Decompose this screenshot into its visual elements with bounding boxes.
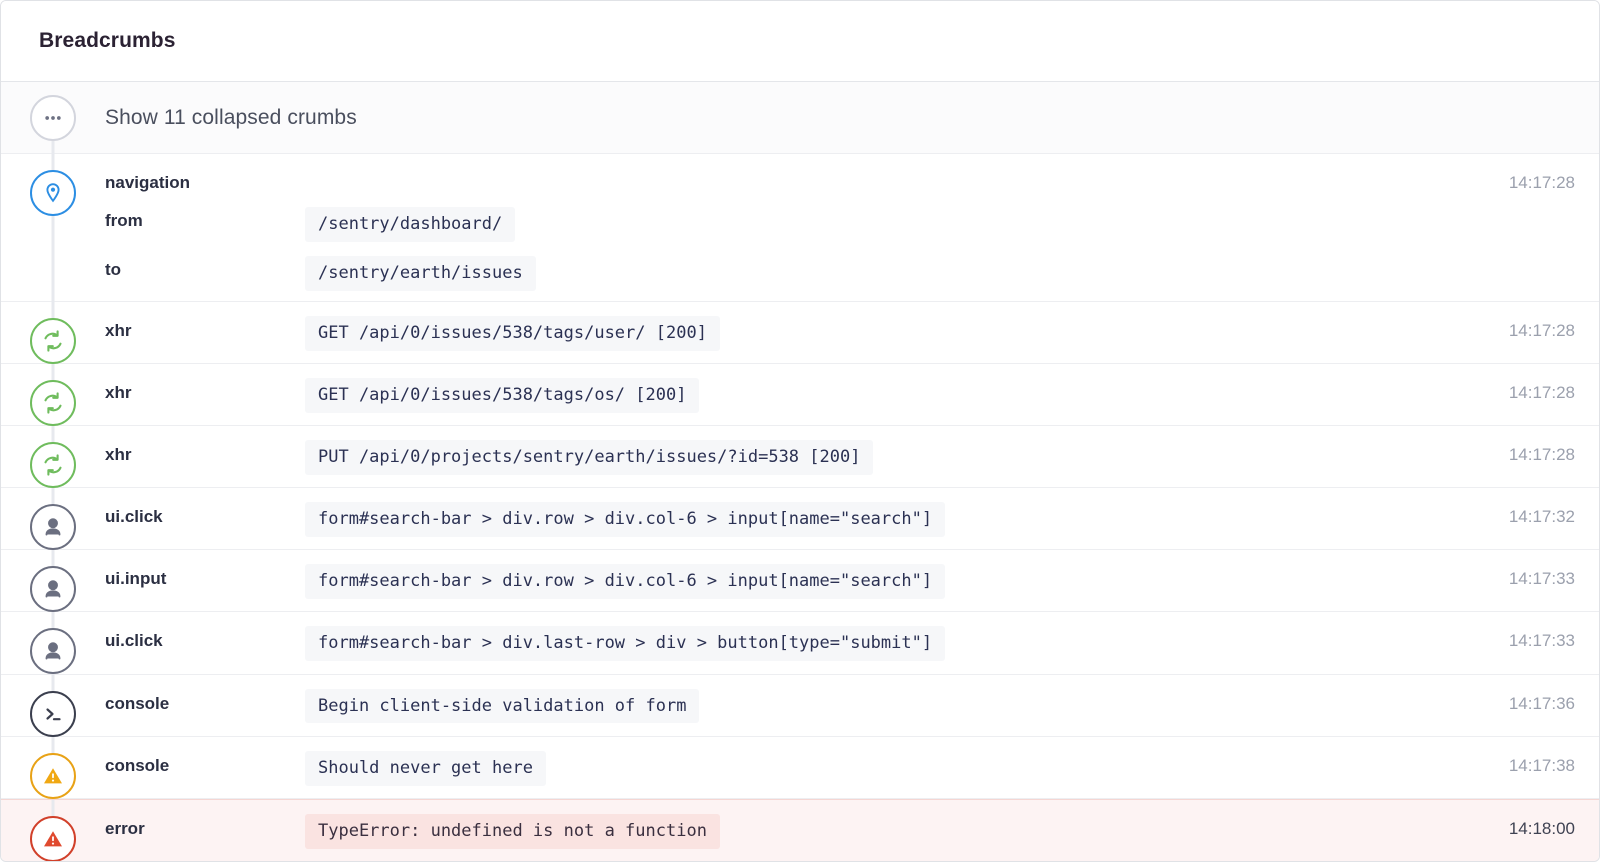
crumb-detail-value: /sentry/earth/issues	[305, 255, 536, 291]
crumb-message: form#search-bar > div.row > div.col-6 > …	[305, 564, 946, 600]
crumb-type-label: xhr	[105, 320, 132, 340]
crumb-body: console Should never get here	[105, 737, 1409, 800]
time-placeholder	[1409, 108, 1599, 127]
icon-column	[1, 363, 105, 427]
breadcrumb-list: Show 11 collapsed crumbs navigation from/s…	[1, 82, 1599, 861]
sync-arrows-icon	[30, 379, 76, 426]
crumb-message: GET /api/0/issues/538/tags/user/ [200]	[305, 315, 720, 351]
collapsed-body: Show 11 collapsed crumbs	[105, 106, 1409, 130]
user-icon	[30, 504, 76, 551]
crumb-main: ui.click form#search-bar > div.last-row >…	[105, 626, 1409, 662]
crumb-body: error TypeError: undefined is not a funct…	[105, 800, 1409, 861]
panel-header: Breadcrumbs	[1, 1, 1599, 82]
crumb-timestamp: 14:17:33	[1508, 569, 1575, 589]
crumb-body: ui.input form#search-bar > div.row > div.…	[105, 550, 1409, 613]
breadcrumb-row[interactable]: navigation from/sentry/dashboard/to/sentr…	[1, 154, 1599, 305]
show-collapsed-crumbs-label[interactable]: Show 11 collapsed crumbs	[105, 105, 357, 129]
crumb-type-label: xhr	[105, 444, 132, 464]
crumb-type-label: ui.input	[105, 569, 167, 589]
crumb-message: Should never get here	[305, 750, 546, 786]
user-icon	[30, 566, 76, 613]
crumb-body: xhr PUT /api/0/projects/sentry/earth/issu…	[105, 426, 1409, 489]
crumb-timestamp: 14:17:36	[1508, 693, 1575, 713]
breadcrumb-row[interactable]: xhr PUT /api/0/projects/sentry/earth/issu…	[1, 425, 1599, 490]
crumb-timestamp: 14:17:28	[1508, 444, 1575, 464]
crumb-main: xhr GET /api/0/issues/538/tags/os/ [200]	[105, 377, 1409, 413]
crumb-main: console Begin client-side validation of f…	[105, 688, 1409, 724]
crumb-main: console Should never get here	[105, 750, 1409, 786]
icon-column	[1, 82, 105, 155]
crumb-message: PUT /api/0/projects/sentry/earth/issues/…	[305, 439, 874, 475]
crumb-main: error TypeError: undefined is not a funct…	[105, 813, 1409, 849]
crumb-detail-value: /sentry/dashboard/	[305, 207, 516, 242]
sync-arrows-icon	[30, 441, 76, 488]
user-icon	[30, 628, 76, 675]
crumb-body: ui.click form#search-bar > div.row > div.…	[105, 488, 1409, 551]
crumb-message: GET /api/0/issues/538/tags/os/ [200]	[305, 377, 700, 413]
breadcrumb-row[interactable]: ui.input form#search-bar > div.row > div.…	[1, 550, 1599, 614]
crumb-type-label: ui.click	[105, 507, 163, 527]
breadcrumb-row[interactable]: xhr GET /api/0/issues/538/tags/os/ [200] 1…	[1, 363, 1599, 427]
breadcrumb-row[interactable]: error TypeError: undefined is not a funct…	[1, 798, 1599, 861]
crumb-timestamp: 14:17:38	[1508, 755, 1575, 775]
crumb-body: ui.click form#search-bar > div.last-row >…	[105, 612, 1409, 675]
crumb-body: navigation from/sentry/dashboard/to/sentr…	[105, 154, 1409, 305]
crumb-message: form#search-bar > div.last-row > div > b…	[305, 626, 946, 662]
crumb-detail: to/sentry/earth/issues	[105, 255, 1409, 291]
breadcrumb-row[interactable]: ui.click form#search-bar > div.row > div.…	[1, 488, 1599, 552]
crumb-timestamp: 14:17:28	[1508, 320, 1575, 340]
crumb-main: ui.input form#search-bar > div.row > div.…	[105, 564, 1409, 600]
scrollbar[interactable]	[1593, 83, 1598, 860]
crumb-type-label: console	[105, 755, 170, 775]
icon-column	[1, 425, 105, 490]
page-title: Breadcrumbs	[39, 29, 176, 52]
crumb-type-label: console	[105, 693, 170, 713]
icon-column	[1, 550, 105, 614]
crumb-body: xhr GET /api/0/issues/538/tags/os/ [200]	[105, 364, 1409, 427]
show-collapsed-crumbs-row[interactable]: Show 11 collapsed crumbs	[1, 82, 1599, 155]
crumb-main: xhr PUT /api/0/projects/sentry/earth/issu…	[105, 439, 1409, 475]
crumb-timestamp: 14:17:28	[1508, 382, 1575, 402]
icon-column	[1, 799, 105, 861]
breadcrumb-row[interactable]: console Begin client-side validation of f…	[1, 674, 1599, 738]
crumb-type-label: ui.click	[105, 631, 163, 651]
crumb-main: navigation	[105, 168, 1409, 193]
terminal-prompt-icon	[30, 690, 76, 737]
breadcrumb-row[interactable]: xhr GET /api/0/issues/538/tags/user/ [200…	[1, 301, 1599, 365]
crumb-body: console Begin client-side validation of f…	[105, 675, 1409, 738]
crumb-message: Begin client-side validation of form	[305, 688, 700, 724]
crumb-type-label: xhr	[105, 382, 132, 402]
breadcrumb-row[interactable]: console Should never get here 14:17:38	[1, 736, 1599, 800]
crumb-timestamp: 14:17:32	[1508, 507, 1575, 527]
crumb-detail-key: to	[105, 259, 122, 279]
location-pin-icon	[30, 170, 76, 216]
icon-column	[1, 736, 105, 800]
icon-column	[1, 301, 105, 365]
crumb-detail: from/sentry/dashboard/	[105, 207, 1409, 242]
icon-column	[1, 674, 105, 738]
icon-column	[1, 612, 105, 676]
icon-column	[1, 154, 105, 303]
crumb-detail-key: from	[105, 211, 143, 230]
timeline-connector	[51, 154, 55, 303]
crumb-type-label: navigation	[105, 173, 191, 192]
crumb-main: xhr GET /api/0/issues/538/tags/user/ [200…	[105, 315, 1409, 351]
crumb-timestamp: 14:18:00	[1508, 818, 1575, 838]
sync-arrows-icon	[30, 317, 76, 364]
icon-column	[1, 488, 105, 552]
breadcrumb-row[interactable]: ui.click form#search-bar > div.last-row >…	[1, 612, 1599, 676]
ellipsis-icon[interactable]	[30, 94, 76, 141]
crumb-body: xhr GET /api/0/issues/538/tags/user/ [200…	[105, 302, 1409, 365]
error-triangle-icon	[30, 815, 76, 861]
crumb-type-label: error	[105, 818, 145, 838]
crumb-timestamp: 14:17:33	[1508, 631, 1575, 651]
crumb-message: form#search-bar > div.row > div.col-6 > …	[305, 502, 946, 538]
crumb-message: TypeError: undefined is not a function	[305, 813, 720, 849]
warning-triangle-icon	[30, 752, 76, 799]
crumb-main: ui.click form#search-bar > div.row > div.…	[105, 502, 1409, 538]
crumb-timestamp: 14:17:28	[1508, 173, 1575, 192]
